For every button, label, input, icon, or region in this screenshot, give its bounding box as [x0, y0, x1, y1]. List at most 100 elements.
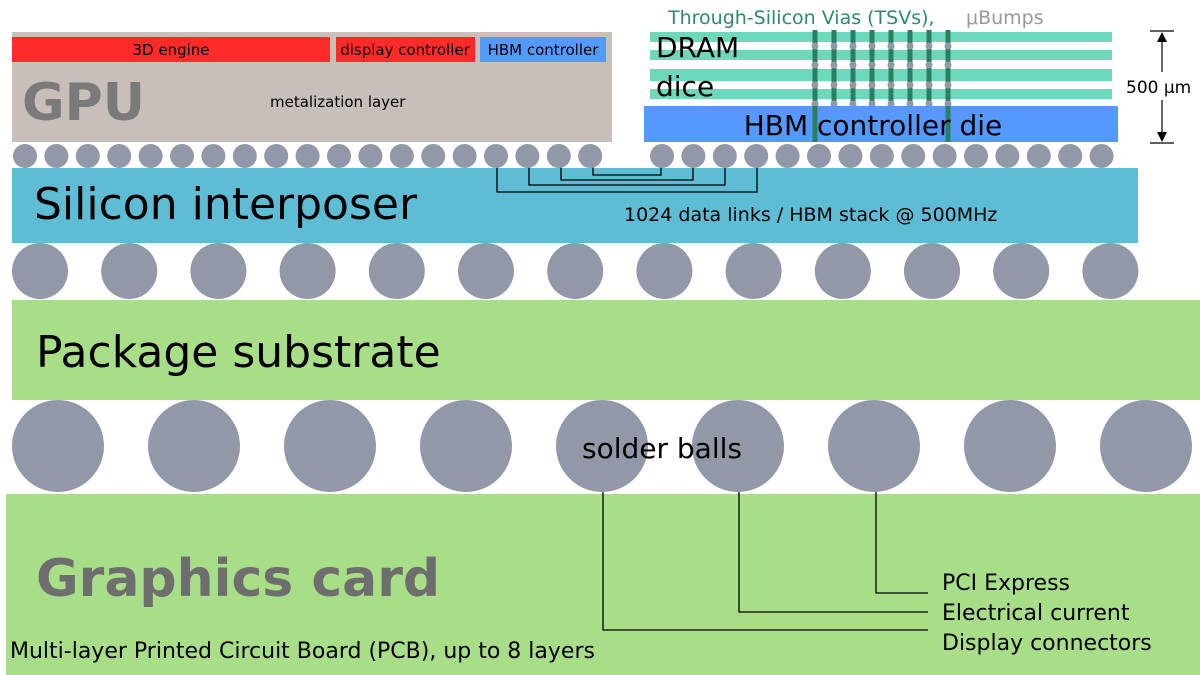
solder-ball — [692, 400, 784, 492]
micro-bump — [681, 144, 706, 168]
c4-bump — [814, 243, 871, 299]
micro-bump — [484, 144, 508, 168]
dram-dice — [650, 32, 1112, 99]
solder-ball — [148, 400, 240, 492]
micro-bump-dot — [925, 42, 933, 50]
c4-bump — [458, 243, 514, 299]
micro-bumps-row — [13, 144, 1114, 168]
gpu-hbm-controller-label: HBM controller — [488, 41, 600, 59]
micro-bump-dot — [887, 100, 895, 108]
hbm-controller-die — [644, 106, 1118, 142]
micro-bump — [650, 144, 674, 168]
tsv-column — [907, 30, 913, 108]
pcb-label: Multi-layer Printed Circuit Board (PCB),… — [10, 639, 595, 664]
c4-bump — [1082, 243, 1139, 299]
micro-bump-dot — [811, 42, 819, 50]
micro-bump — [775, 144, 800, 168]
tsv-label: Through-Silicon Vias (TSVs), — [667, 7, 935, 29]
micro-bump-dot — [849, 42, 857, 50]
3d-engine-label: 3D engine — [132, 41, 209, 59]
tsv-column — [926, 30, 932, 108]
micro-bump-dot — [906, 100, 914, 108]
micro-bump — [295, 144, 320, 168]
micro-bump-dot — [868, 42, 876, 50]
c4-bump — [368, 243, 425, 299]
c4-bump — [279, 243, 336, 299]
solder-ball — [284, 400, 376, 492]
dram-layer — [650, 69, 1112, 81]
micro-bump — [964, 144, 988, 168]
tsv-through-controller — [812, 106, 818, 142]
c4-bump — [725, 243, 782, 299]
metalization-label: metalization layer — [270, 93, 406, 111]
package-substrate — [12, 300, 1200, 400]
micro-bump — [170, 144, 194, 168]
connection-lines — [602, 492, 928, 631]
micro-bump-dot — [925, 61, 933, 69]
pci-express-label: PCI Express — [942, 571, 1070, 596]
solder-balls-label: solder balls — [582, 432, 742, 465]
micro-bump — [264, 144, 289, 168]
micro-bump — [75, 144, 100, 168]
height-dimension — [1150, 30, 1174, 144]
c4-bump — [12, 243, 68, 299]
micro-bump-dot — [868, 61, 876, 69]
micro-bump-dot — [944, 81, 952, 89]
micro-bump — [107, 144, 132, 168]
hbm-controller-die-label: HBM controller die — [744, 109, 1003, 142]
micro-bump-dot — [906, 61, 914, 69]
dram-layer — [650, 50, 1112, 60]
micro-bump-dot — [944, 42, 952, 50]
micro-bump-dot — [811, 100, 819, 108]
display-connectors-label: Display connectors — [942, 631, 1152, 656]
display-controller-label: display controller — [340, 41, 470, 59]
micro-bump-dot — [830, 61, 838, 69]
data-links-label: 1024 data links / HBM stack @ 500MHz — [624, 204, 997, 226]
gpu-label: GPU — [22, 73, 145, 133]
micro-bump — [389, 144, 414, 168]
c4-bump — [993, 243, 1050, 299]
micro-bump — [995, 144, 1020, 168]
micro-bump-dot — [830, 100, 838, 108]
micro-bump — [744, 144, 769, 168]
solder-ball — [828, 400, 920, 492]
micro-bump-dot — [944, 100, 952, 108]
electrical-current-label: Electrical current — [942, 601, 1130, 626]
c4-bump — [101, 243, 158, 299]
micro-bump — [201, 144, 226, 168]
tsv-column — [888, 30, 894, 108]
micro-bump — [421, 144, 446, 168]
micro-bump — [1058, 144, 1083, 168]
micro-bump-dot — [811, 61, 819, 69]
solder-ball — [12, 400, 104, 492]
micro-bump-dot — [849, 100, 857, 108]
micro-bump-dot — [849, 81, 857, 89]
micro-bump-dot — [811, 81, 819, 89]
micro-bump-dot — [925, 81, 933, 89]
c4-bump — [190, 243, 247, 299]
tsv-columns — [811, 30, 952, 108]
dram-label-line2: dice — [656, 70, 714, 103]
micro-bump — [838, 144, 863, 168]
micro-bump-dot — [925, 100, 933, 108]
c4-bump — [636, 243, 693, 299]
tsv-column — [869, 30, 875, 108]
3d-engine-block — [12, 37, 330, 62]
display-controller-block — [336, 37, 475, 62]
tsv-through-controller — [945, 106, 951, 142]
dram-label-line1: DRAM — [656, 31, 739, 64]
micro-bump-dot — [830, 81, 838, 89]
height-label: 500 μm — [1126, 78, 1191, 98]
tsv-column — [945, 30, 951, 108]
micro-bump-dot — [887, 81, 895, 89]
micro-bump-dot — [887, 61, 895, 69]
micro-bump — [13, 144, 37, 168]
tsv-column — [812, 30, 818, 108]
c4-bumps-row — [12, 243, 1139, 299]
ubumps-label: μBumps — [966, 7, 1044, 29]
solder-ball — [964, 400, 1056, 492]
micro-bump — [232, 144, 257, 168]
micro-bump — [807, 144, 831, 168]
tsv-column — [831, 30, 837, 108]
